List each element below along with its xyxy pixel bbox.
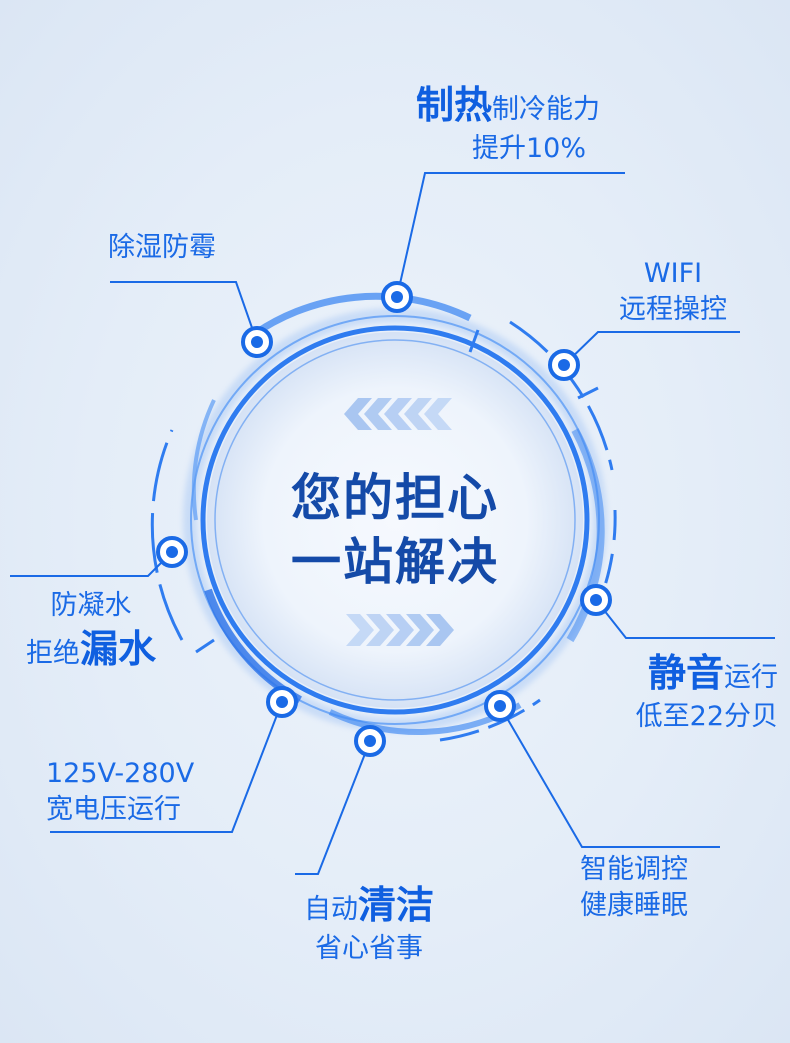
quiet-rest: 运行 — [724, 662, 778, 693]
arc-segment-right — [566, 428, 605, 643]
main-ring — [200, 325, 590, 715]
quiet-line2: 低至22分贝 — [635, 701, 778, 733]
voltage-line1: 125V-280V — [46, 758, 195, 789]
arc-segment-top — [243, 292, 472, 343]
feature-condensation: 防凝水 拒绝漏水 — [16, 588, 166, 676]
clean-line2: 省心省事 — [315, 933, 423, 965]
node-quiet — [580, 584, 612, 616]
node-heating — [381, 281, 413, 313]
feature-dehumidify: 除湿防霉 — [108, 230, 216, 266]
wifi-line1: WIFI — [643, 258, 703, 289]
clean-prefix: 自动 — [303, 894, 358, 925]
chevrons-left-icon — [344, 398, 452, 430]
condensation-line1: 防凝水 — [50, 590, 132, 621]
center-title-line1: 您的担心 — [291, 469, 499, 527]
smart-line2: 健康睡眠 — [580, 890, 688, 922]
feature-clean: 自动清洁 省心省事 — [294, 880, 444, 968]
center-title-line2: 一站解决 — [291, 533, 499, 591]
condensation-prefix: 拒绝 — [25, 638, 80, 670]
node-wifi — [548, 349, 580, 381]
heating-rest: 制冷能力 — [492, 94, 601, 125]
inner-disc — [207, 332, 583, 708]
quiet-highlight: 静音 — [647, 651, 724, 695]
chevrons-right-icon — [346, 614, 454, 646]
feature-voltage: 125V-280V 宽电压运行 — [46, 756, 194, 829]
node-condensation — [156, 536, 188, 568]
voltage-line2: 宽电压运行 — [46, 794, 181, 826]
wifi-line2: 远程操控 — [619, 294, 727, 326]
outer-dashed-arc-right-lower — [598, 509, 617, 601]
tick-accent — [195, 638, 215, 654]
outer-dashed-arc-bottom — [439, 698, 541, 742]
connector-lines — [10, 172, 775, 875]
smart-line1: 智能调控 — [580, 854, 688, 885]
inner-thin-ring — [214, 339, 576, 701]
node-markers — [156, 281, 612, 757]
node-dehumidify — [241, 326, 273, 358]
node-smart — [484, 690, 516, 722]
dehumidify-line1: 除湿防霉 — [108, 232, 216, 263]
tick-accent — [577, 386, 599, 400]
feature-heating: 制热制冷能力 提升10% — [416, 80, 600, 168]
node-clean — [354, 725, 386, 757]
feature-wifi: WIFI 远程操控 — [610, 256, 736, 329]
node-voltage — [266, 686, 298, 718]
arc-segment-left — [191, 399, 216, 521]
tick-accent — [468, 329, 480, 353]
heating-highlight: 制热 — [416, 83, 493, 127]
condensation-highlight: 漏水 — [79, 627, 156, 672]
feature-quiet: 静音运行 低至22分贝 — [624, 648, 778, 736]
feature-smart: 智能调控 健康睡眠 — [580, 852, 688, 925]
outer-dashed-arc-left — [150, 429, 184, 641]
outer-dashed-arc-right — [509, 320, 614, 471]
heating-line2: 提升10% — [472, 133, 587, 165]
clean-highlight: 清洁 — [357, 883, 434, 927]
